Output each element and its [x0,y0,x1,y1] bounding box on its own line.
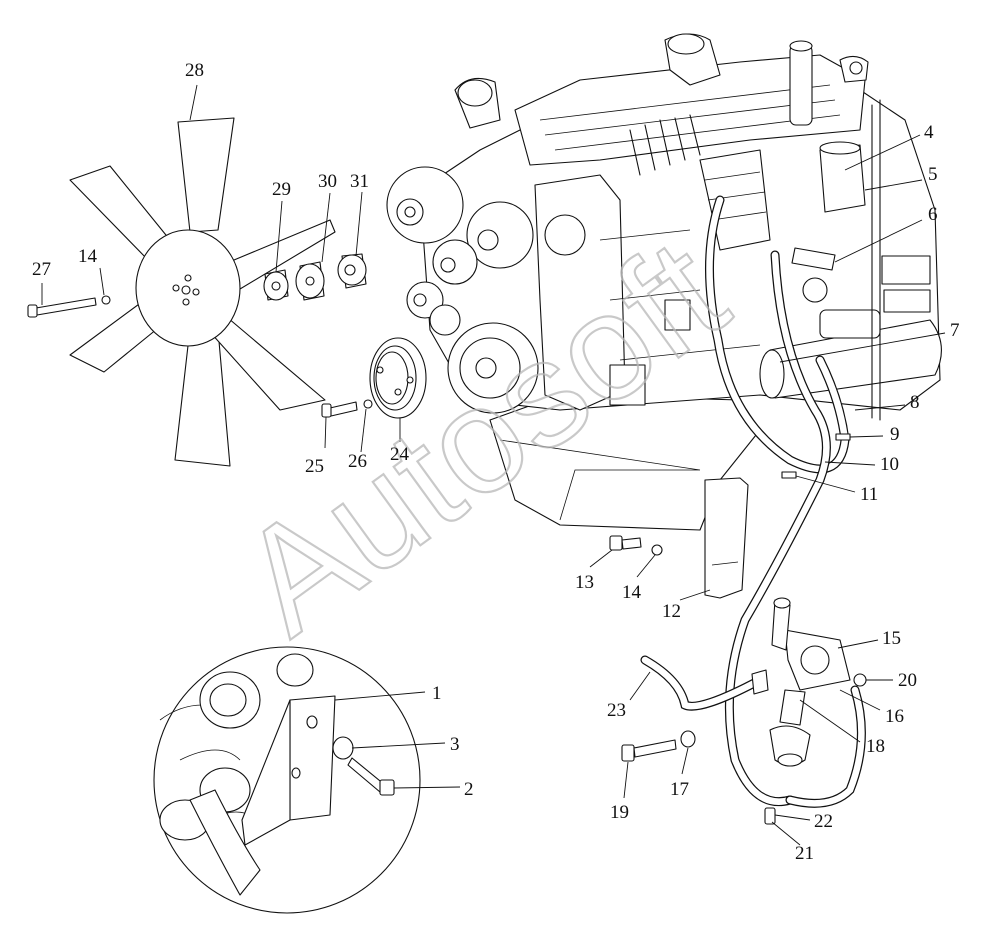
callout-16: 16 [885,706,904,727]
starter-motor [759,309,942,399]
fan-blade-right-bottom [209,317,326,411]
callout-8: 8 [910,392,920,413]
fan-assembly [69,117,336,467]
callout-13: 13 [575,572,594,593]
callout-12: 12 [662,601,681,622]
callout-7: 7 [950,320,960,341]
callout-23: 23 [607,700,626,721]
engine-block [386,33,942,531]
callout-19: 19 [610,802,629,823]
callout-17: 17 [670,779,689,800]
fan-blade-top [177,117,235,233]
fan-blade-bottom [174,327,231,467]
callout-26: 26 [348,451,367,472]
callout-labels: 28 27 14 29 30 31 25 26 24 4 5 6 7 8 9 1… [32,60,960,864]
bracket-12 [609,477,749,599]
leader-lines [41,84,946,846]
callout-20: 20 [898,670,917,691]
callout-3: 3 [450,734,460,755]
callout-22: 22 [814,811,833,832]
callout-27: 27 [32,259,51,280]
pulley-bolt [321,399,373,418]
hoses [640,195,866,808]
detail-inset [153,646,421,914]
callout-28: 28 [185,60,204,81]
callout-14: 14 [622,582,642,603]
callout-4: 4 [924,122,934,143]
fan-spacers [263,253,367,301]
callout-9: 9 [890,424,900,445]
callout-21: 21 [795,843,814,864]
callout-5: 5 [928,164,938,185]
callout-31: 31 [350,171,369,192]
callout-14: 14 [78,246,98,267]
callout-25: 25 [305,456,324,477]
callout-2: 2 [464,779,474,800]
callout-18: 18 [866,736,885,757]
callout-10: 10 [880,454,899,475]
callout-30: 30 [318,171,337,192]
callout-15: 15 [882,628,901,649]
pulley-24 [369,337,427,419]
callout-29: 29 [272,179,291,200]
callout-11: 11 [860,484,878,505]
callout-6: 6 [928,204,938,225]
fan-bolt [27,295,111,318]
alternator [386,166,464,244]
callout-1: 1 [432,683,442,704]
fuel-filter-assembly [621,597,867,825]
callout-24: 24 [390,444,410,465]
